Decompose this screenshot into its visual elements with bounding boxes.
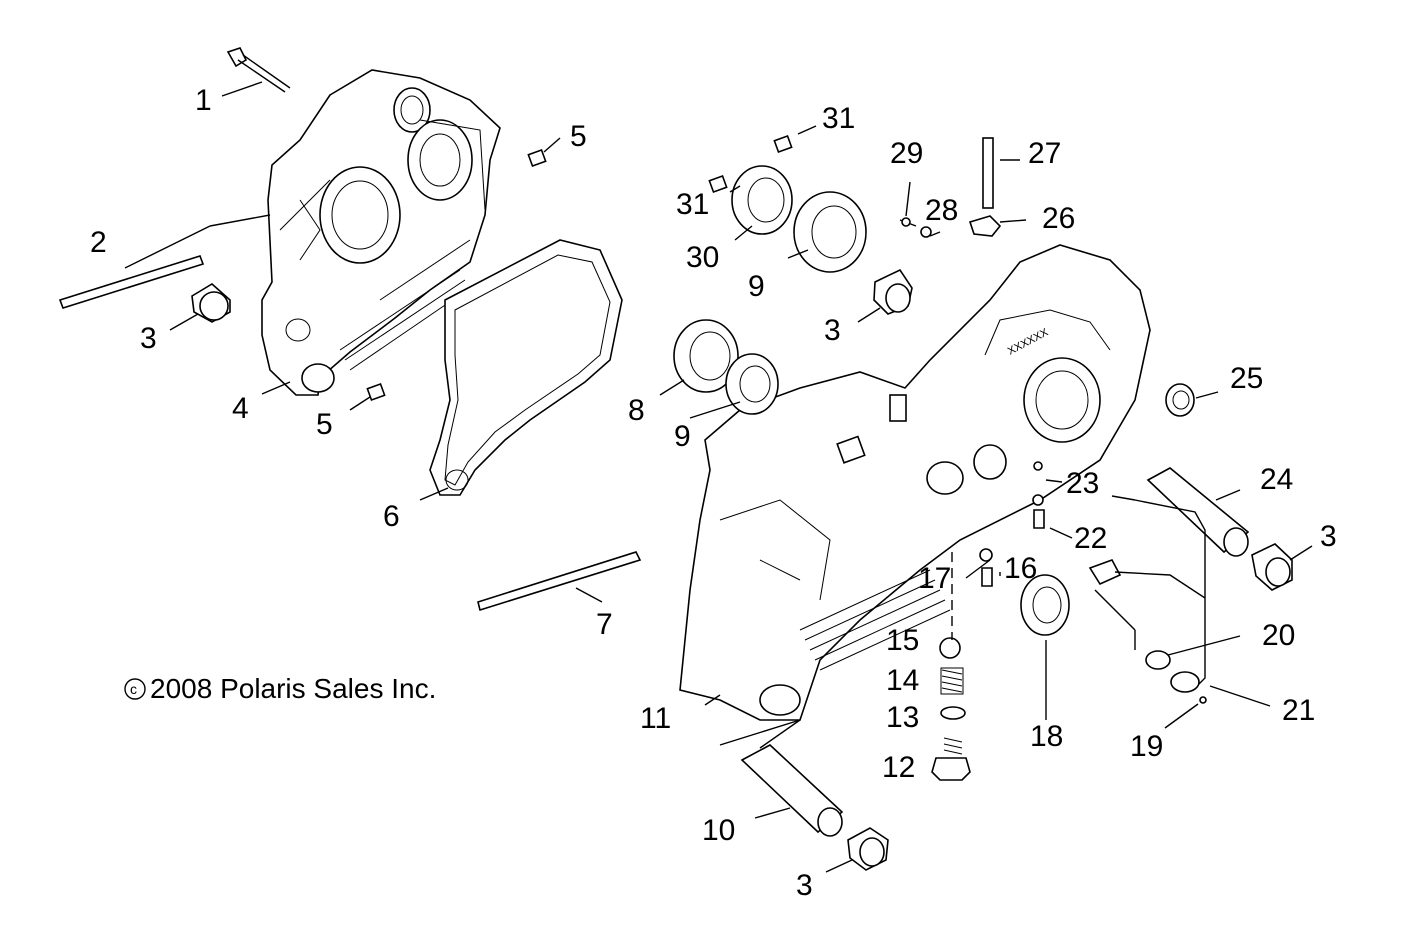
copyright-notice: c 2008 Polaris Sales Inc. — [124, 673, 436, 704]
washer-17 — [979, 548, 993, 562]
copyright-circle — [124, 678, 146, 700]
callout-17: 17 — [918, 562, 951, 595]
callout-4: 4 — [232, 392, 249, 425]
part-23a — [1033, 461, 1043, 471]
sensor-assembly — [1088, 499, 1207, 704]
copyright-text: 2008 Polaris Sales Inc. — [150, 673, 436, 704]
leader-lines — [124, 81, 1313, 873]
callout-3: 3 — [1320, 520, 1337, 553]
callout-7: 7 — [596, 608, 613, 641]
bushing-3c — [1251, 543, 1293, 591]
dowel-5b — [366, 382, 386, 402]
washer-13 — [940, 706, 966, 720]
callout-10: 10 — [702, 814, 735, 847]
bearing-8 — [673, 319, 739, 393]
callout-8: 8 — [628, 394, 645, 427]
rod-2 — [58, 255, 205, 309]
bolt-22 — [1033, 509, 1045, 529]
callout-2: 2 — [90, 226, 107, 259]
callout-19: 19 — [1130, 730, 1163, 763]
callout-30: 30 — [686, 241, 719, 274]
bolt-16 — [981, 567, 993, 587]
callout-5: 5 — [570, 120, 587, 153]
callout-labels: 1 2 3 4 5 5 6 31 31 30 9 29 28 27 26 3 8… — [90, 84, 1337, 902]
bearing-30 — [731, 165, 793, 235]
bolt-1 — [226, 47, 291, 93]
callout-25: 25 — [1230, 362, 1263, 395]
gasket — [429, 239, 623, 496]
rod-7 — [477, 551, 642, 612]
dowel-31b — [708, 174, 728, 194]
callout-16: 16 — [1004, 552, 1037, 585]
spring-14 — [940, 667, 964, 695]
callout-15: 15 — [886, 624, 919, 657]
screw-29 — [899, 217, 917, 227]
callout-18: 18 — [1030, 720, 1063, 753]
callout-14: 14 — [886, 664, 919, 697]
callout-3: 3 — [796, 869, 813, 902]
callout-21: 21 — [1282, 694, 1315, 727]
callout-9: 9 — [748, 270, 765, 303]
washer-28 — [920, 226, 932, 238]
seal-25 — [1165, 383, 1195, 417]
callout-11: 11 — [640, 702, 671, 735]
callout-1: 1 — [195, 84, 212, 117]
callout-6: 6 — [383, 500, 400, 533]
bushing-3d — [847, 827, 889, 871]
callout-27: 27 — [1028, 137, 1061, 170]
clip-26 — [968, 215, 1002, 237]
callout-28: 28 — [925, 194, 958, 227]
bushing-3a — [191, 283, 231, 323]
tube-24 — [1146, 467, 1250, 557]
bearing-9a — [793, 191, 867, 273]
callout-20: 20 — [1262, 619, 1295, 652]
callout-5: 5 — [316, 408, 333, 441]
callout-26: 26 — [1042, 202, 1075, 235]
callout-23: 23 — [1066, 467, 1099, 500]
callout-24: 24 — [1260, 463, 1293, 496]
bearing-9b — [725, 353, 779, 415]
crankcase-main: XXXXXX — [679, 244, 1151, 721]
part-23b — [1032, 494, 1044, 506]
bearing-18 — [1020, 574, 1070, 636]
rod-27 — [982, 137, 994, 209]
callout-3: 3 — [824, 314, 841, 347]
callout-13: 13 — [886, 701, 919, 734]
dowel-5a — [527, 148, 547, 168]
callout-9: 9 — [674, 420, 691, 453]
callout-3: 3 — [140, 322, 157, 355]
copyright-symbol: c — [130, 681, 137, 697]
callout-31: 31 — [676, 188, 709, 221]
callout-29: 29 — [890, 137, 923, 170]
crankcase-cover-left — [261, 69, 501, 396]
callout-12: 12 — [882, 751, 915, 784]
plug-12 — [931, 737, 971, 781]
callout-31: 31 — [822, 102, 855, 135]
bushing-3b — [873, 268, 913, 315]
dowel-31a — [773, 134, 793, 154]
tube-10 — [740, 744, 844, 837]
ball-15 — [939, 637, 961, 659]
callout-22: 22 — [1074, 522, 1107, 555]
